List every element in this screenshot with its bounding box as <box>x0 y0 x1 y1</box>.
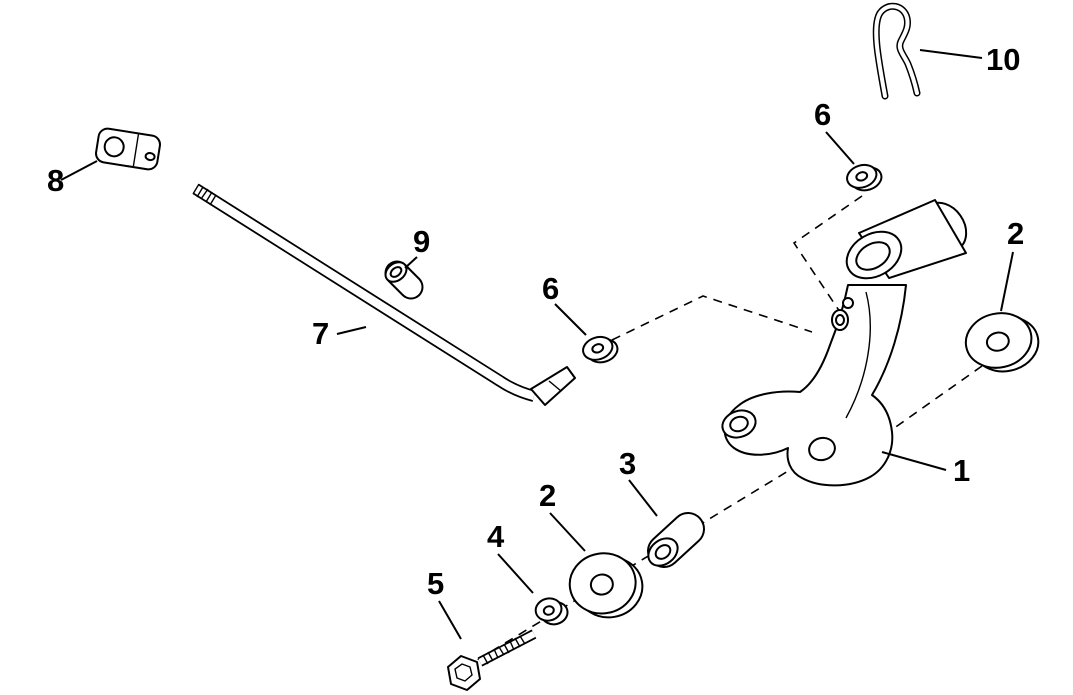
bolt-part <box>447 629 537 691</box>
cotter-pin-part <box>872 2 921 100</box>
leader-9 <box>404 256 418 269</box>
washer4-hole <box>542 605 555 616</box>
leader-6-top <box>825 131 855 165</box>
leader-8 <box>60 160 98 181</box>
callout-2-bottom: 2 <box>539 478 556 513</box>
bracket-body <box>723 284 907 487</box>
leader-1 <box>881 451 947 471</box>
axis-washer6-top-to-bracket <box>792 195 863 313</box>
callout-6-top: 6 <box>814 97 831 132</box>
washer2-right-part <box>964 312 1040 373</box>
callout-6-mid: 6 <box>542 271 559 306</box>
leader-2-right <box>1000 251 1014 312</box>
callout-7: 7 <box>312 316 329 351</box>
leader-2-bottom <box>549 512 586 552</box>
washer2-bottom-part <box>568 552 644 619</box>
callout-9: 9 <box>413 224 430 259</box>
anchor-block-part <box>95 127 161 171</box>
washer6-top-part <box>846 163 883 192</box>
bracket-boss-bore <box>855 241 891 271</box>
block-end-hole <box>144 152 156 162</box>
link-rod-part <box>192 183 576 406</box>
leader-7 <box>336 326 367 335</box>
bracket-arm-hole <box>729 415 749 433</box>
bushing-part <box>384 260 424 300</box>
callout-3: 3 <box>619 446 636 481</box>
bracket-stud <box>842 297 854 309</box>
washer2-right-hole <box>985 331 1010 352</box>
cotter-pin-fill <box>874 4 919 98</box>
axis-bolt-to-hub <box>463 447 827 669</box>
spacer-part <box>647 512 705 568</box>
callout-10: 10 <box>986 42 1020 77</box>
bracket-ring-hole <box>835 314 845 326</box>
washer6-mid-part <box>582 335 619 364</box>
block-facet-line <box>132 134 140 167</box>
callout-5: 5 <box>427 566 444 601</box>
bushing-bore <box>389 266 403 278</box>
rod-flat-end <box>530 366 576 406</box>
callout-8: 8 <box>47 163 64 198</box>
washer6-top-hole <box>855 171 869 182</box>
washer6-mid-hole <box>591 343 605 354</box>
block-hole <box>103 136 125 158</box>
bracket-face-line <box>845 291 871 419</box>
washer4-part <box>534 597 569 626</box>
axis-washer6-mid-to-bracket <box>611 295 813 341</box>
callout-2-right: 2 <box>1007 216 1024 251</box>
leader-10 <box>919 49 983 59</box>
rod-flat-end-line <box>548 380 562 392</box>
callout-labels: 10 6 2 8 9 7 6 1 3 2 4 5 <box>47 42 1024 601</box>
leader-3 <box>628 479 658 517</box>
leader-4 <box>497 553 534 594</box>
bolt-hex-head <box>447 655 481 691</box>
leader-6-mid <box>554 303 587 336</box>
bracket-hub-hole <box>808 436 836 462</box>
callout-4: 4 <box>487 519 505 554</box>
spacer-bore <box>654 544 672 560</box>
rod-threads <box>192 183 217 206</box>
bolt-threads <box>482 635 526 665</box>
leader-5 <box>438 600 462 640</box>
callout-1: 1 <box>953 453 970 488</box>
bolt-hex-face <box>454 663 473 682</box>
bracket-lever-part <box>721 199 968 487</box>
rod-fill <box>193 185 536 401</box>
washer2-bottom-hole <box>589 573 614 596</box>
leader-lines <box>60 49 1014 640</box>
